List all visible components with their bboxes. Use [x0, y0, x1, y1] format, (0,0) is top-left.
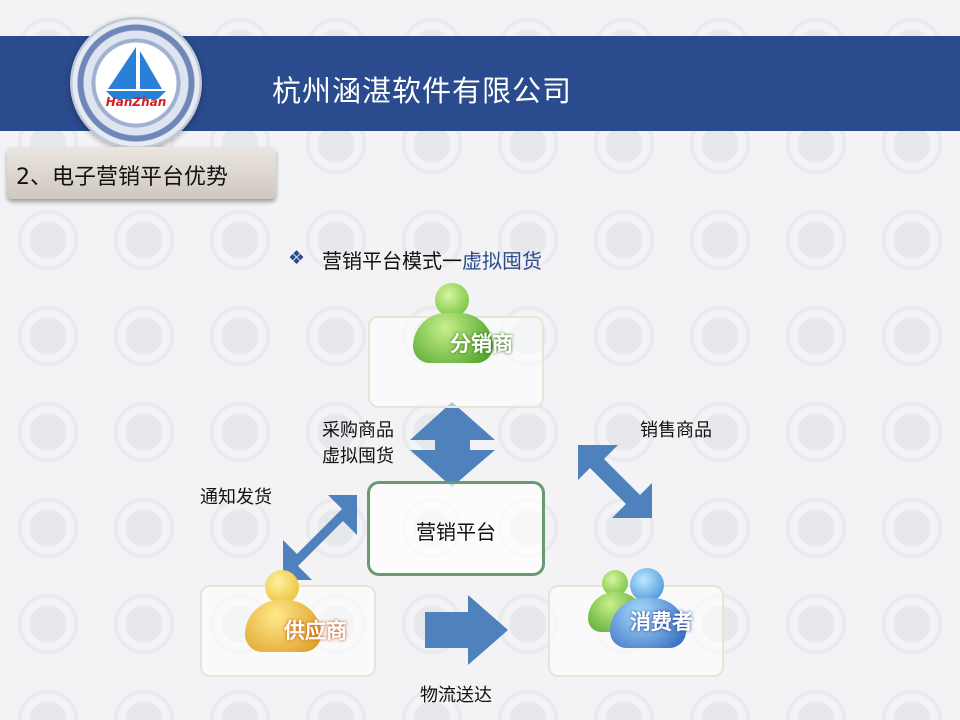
- supplier-label: 供应商: [284, 619, 347, 643]
- edge-label-purchase: 采购商品 虚拟囤货: [322, 418, 394, 470]
- diamond-bullet-icon: ❖: [288, 247, 306, 269]
- company-name: 杭州涵湛软件有限公司: [272, 74, 573, 108]
- section-title: 2、电子营销平台优势: [16, 165, 228, 190]
- heading-prefix: 营销平台模式一: [322, 249, 462, 273]
- diagram-heading: 营销平台模式一虚拟囤货: [322, 245, 542, 274]
- edge-label-purchase-line1: 采购商品: [322, 420, 394, 441]
- distributor-label: 分销商: [450, 332, 513, 356]
- double-arrow-platform-consumer: [578, 445, 652, 518]
- heading-highlight: 虚拟囤货: [462, 249, 542, 273]
- edge-label-logistics: 物流送达: [420, 685, 492, 706]
- double-arrow-supplier-platform: [283, 495, 357, 580]
- edge-label-sell: 销售商品: [640, 420, 712, 441]
- sailboat-icon: [106, 47, 166, 99]
- logo-text: HanZhan: [105, 95, 167, 109]
- edge-label-notify: 通知发货: [200, 487, 272, 508]
- consumer-label: 消费者: [630, 610, 693, 634]
- platform-box: 营销平台: [367, 481, 545, 576]
- double-arrow-vertical: [410, 402, 495, 487]
- section-title-tab: 2、电子营销平台优势: [7, 147, 276, 199]
- company-logo: HanZhan: [70, 17, 202, 149]
- edge-label-purchase-line2: 虚拟囤货: [322, 446, 394, 467]
- platform-label: 营销平台: [416, 520, 496, 544]
- arrow-right-logistics: [425, 595, 508, 665]
